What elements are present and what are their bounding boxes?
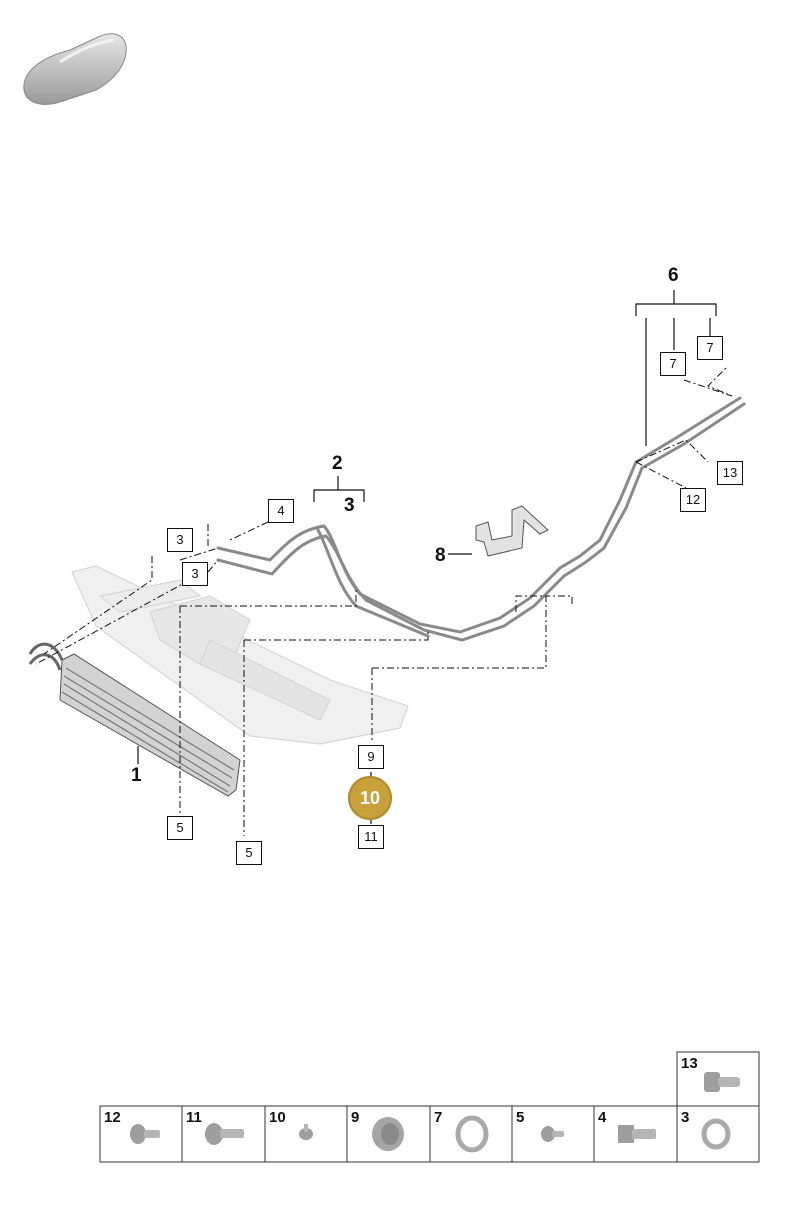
legend-number-9: 9	[351, 1109, 360, 1126]
legend-number-5: 5	[516, 1109, 525, 1126]
callout-3-box-lower: 3	[182, 562, 208, 586]
legend-number-7: 7	[434, 1109, 443, 1126]
oil-cooler	[28, 642, 241, 797]
coolant-pipes	[216, 396, 746, 642]
callout-12: 12	[680, 488, 706, 512]
clip-small-icon	[299, 1124, 313, 1140]
leader-lines	[137, 290, 717, 824]
callout-9: 9	[358, 745, 384, 769]
legend-number-13: 13	[681, 1055, 698, 1072]
callout-13: 13	[717, 461, 743, 485]
grommet-icon	[372, 1117, 404, 1151]
dash-lines	[35, 365, 733, 836]
car-thumbnail-icon	[23, 33, 127, 105]
legend-table	[99, 1051, 760, 1163]
callout-8: 8	[435, 545, 446, 566]
callout-7-left: 7	[660, 352, 686, 376]
callout-5-left: 5	[167, 816, 193, 840]
legend-number-11: 11	[186, 1109, 202, 1126]
callout-3: 3	[344, 495, 355, 516]
callout-5-right: 5	[236, 841, 262, 865]
legend-number-10: 10	[269, 1109, 286, 1126]
callout-11: 11	[358, 825, 384, 849]
washer-ring-icon	[701, 1118, 731, 1150]
callout-2: 2	[332, 453, 343, 474]
seal-ring-icon	[455, 1115, 489, 1153]
legend-number-4: 4	[598, 1109, 607, 1126]
bolt-short-icon	[130, 1124, 160, 1144]
screw-small-icon	[541, 1126, 564, 1142]
callout-4: 4	[268, 499, 294, 523]
bolt-flange-icon	[704, 1072, 740, 1092]
subframe	[71, 565, 409, 745]
bolt-long-icon	[205, 1123, 244, 1145]
bracket	[475, 505, 549, 557]
bolt-square-head-icon	[618, 1125, 656, 1143]
callout-1: 1	[131, 765, 142, 786]
callout-6: 6	[668, 265, 679, 286]
legend-number-12: 12	[104, 1109, 121, 1126]
callout-7-right: 7	[697, 336, 723, 360]
legend-number-3: 3	[681, 1109, 690, 1126]
callout-10-highlighted[interactable]: 10	[348, 776, 392, 820]
callout-3-box-upper: 3	[167, 528, 193, 552]
